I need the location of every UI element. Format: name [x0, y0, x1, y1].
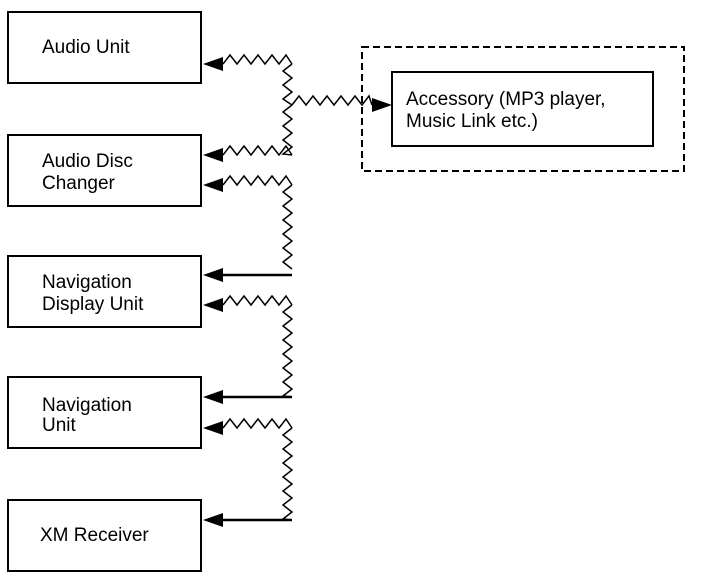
audio-disc-changer-box: Audio Disc Changer — [7, 134, 202, 207]
navigation-unit-out-arrow — [203, 421, 223, 435]
accessory-arrow — [372, 98, 392, 112]
accessory-trunk-upper — [281, 63, 294, 106]
audio-unit-arrow — [203, 57, 223, 71]
accessory-group: Accessory (MP3 player, Music Link etc.) — [361, 46, 685, 172]
accessory-label-line1: Accessory (MP3 player, — [406, 89, 606, 110]
disc-to-display-trunk — [281, 184, 294, 270]
navigation-unit-in-arrow — [203, 390, 223, 404]
audio-unit-wire — [222, 53, 293, 66]
display-to-nav-trunk — [281, 304, 294, 398]
navigation-display-unit-out-arrow — [203, 298, 223, 312]
navigation-unit-label-line2: Unit — [42, 415, 77, 436]
navigation-display-unit-label-line1: Navigation — [42, 272, 132, 293]
navigation-display-unit-label-line2: Display Unit — [42, 294, 144, 315]
audio-disc-changer-in-wire — [222, 144, 293, 157]
fiber-optic-connections — [203, 53, 392, 527]
accessory-box — [391, 71, 654, 147]
xm-receiver-in-arrow — [203, 513, 223, 527]
audio-disc-changer-label-line2: Changer — [42, 173, 116, 194]
accessory-label-line2: Music Link etc.) — [406, 111, 538, 132]
nav-to-xm-trunk — [281, 427, 294, 521]
audio-disc-changer-out-wire — [222, 174, 293, 187]
xm-receiver-label: XM Receiver — [40, 525, 149, 546]
accessory-wire — [291, 94, 373, 107]
navigation-display-unit-in-arrow — [203, 268, 223, 282]
accessory-optional-outline — [361, 46, 685, 172]
audio-disc-changer-out-arrow — [203, 178, 223, 192]
audio-disc-changer-in-arrow — [203, 148, 223, 162]
audio-unit-box: Audio Unit — [7, 11, 202, 84]
navigation-display-unit-box: Navigation Display Unit — [7, 255, 202, 328]
xm-receiver-box: XM Receiver — [7, 499, 202, 572]
navigation-display-unit-out-wire — [222, 294, 293, 307]
navigation-unit-label-line1: Navigation — [42, 395, 132, 416]
navigation-unit-box: Navigation Unit — [7, 376, 202, 449]
audio-disc-changer-label-line1: Audio Disc — [42, 151, 133, 172]
audio-unit-label: Audio Unit — [42, 37, 130, 58]
accessory-trunk-lower — [281, 104, 294, 156]
navigation-unit-out-wire — [222, 417, 293, 430]
